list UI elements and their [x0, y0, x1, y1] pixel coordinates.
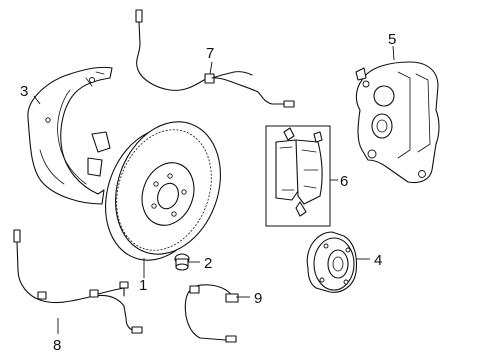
callout-1: 1	[139, 277, 147, 294]
callout-2: 2	[204, 255, 212, 272]
callout-7: 7	[206, 45, 214, 62]
leader-5	[392, 45, 395, 61]
callout-9: 9	[254, 290, 262, 307]
brake-pads-part-6	[265, 125, 331, 227]
callout-8: 8	[53, 337, 61, 354]
bolt-part-2	[174, 253, 190, 271]
splash-shield-part-3	[27, 66, 113, 205]
callout-leaders	[33, 45, 395, 334]
wear-sensor-part-8	[13, 229, 143, 334]
abs-sensor-part-9	[184, 284, 239, 343]
leader-7	[209, 61, 213, 75]
wear-sensor-part-7	[135, 9, 295, 108]
callout-3: 3	[20, 83, 28, 100]
callout-4: 4	[374, 252, 382, 269]
brake-rotor-part-1	[105, 121, 221, 261]
callout-5: 5	[388, 31, 396, 48]
leader-3	[33, 95, 41, 105]
wheel-hub-part-4	[306, 231, 358, 293]
caliper-part-5	[355, 61, 440, 184]
callout-6: 6	[340, 173, 348, 190]
